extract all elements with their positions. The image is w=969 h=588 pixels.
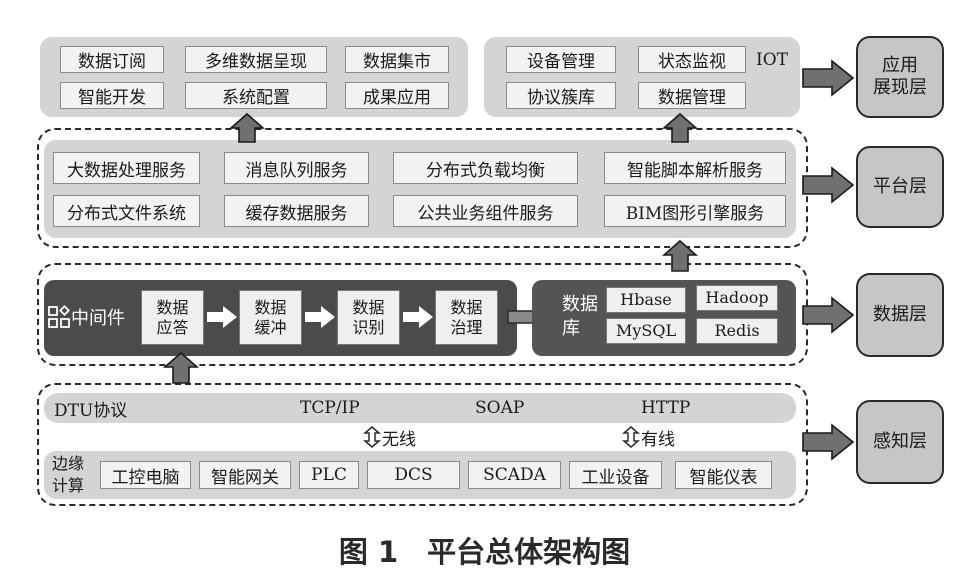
svc-big-data-processing: 大数据处理服务 <box>53 152 200 184</box>
app-item-multidim-presentation: 多维数据呈现 <box>185 46 327 73</box>
wired-double-arrow-icon <box>621 426 641 448</box>
edge-plc: PLC <box>299 461 359 489</box>
svc-load-balancing: 分布式负载均衡 <box>393 152 578 184</box>
app-item-smart-dev: 智能开发 <box>60 82 164 109</box>
app-item-status-monitor: 状态监视 <box>638 46 746 73</box>
dtu-protocol-label: DTU协议 <box>54 400 128 421</box>
mw-arrow-2 <box>305 306 335 328</box>
middleware-grid-icon <box>48 304 71 328</box>
wireless-label: 无线 <box>382 429 416 450</box>
svc-cache-data: 缓存数据服务 <box>224 195 369 227</box>
protocol-bar <box>44 393 796 423</box>
right-arrow-platform-layer <box>802 166 855 204</box>
wired-label: 有线 <box>641 429 675 450</box>
edge-dcs: DCS <box>367 461 460 489</box>
protocol-soap: SOAP <box>475 398 525 418</box>
layer-application: 应用 展现层 <box>856 36 944 118</box>
app-item-device-mgmt: 设备管理 <box>506 46 616 73</box>
edge-scada: SCADA <box>468 461 561 489</box>
svc-distributed-fs: 分布式文件系统 <box>53 195 200 227</box>
database-label: 数据 库 <box>562 294 598 339</box>
up-arrow-data-to-platform <box>661 239 699 272</box>
wireless-double-arrow-icon <box>362 426 382 448</box>
db-hbase: Hbase <box>606 287 686 313</box>
figure-caption: 图 1 平台总体架构图 <box>338 535 631 569</box>
db-hadoop: Hadoop <box>696 285 778 311</box>
app-item-data-mart: 数据集市 <box>345 46 449 73</box>
db-mysql: MySQL <box>606 318 686 344</box>
up-arrow-platform-to-app-right <box>661 112 699 143</box>
layer-perception: 感知层 <box>856 400 944 484</box>
mw-step-data-response: 数据 应答 <box>141 290 204 345</box>
app-item-system-config: 系统配置 <box>185 82 327 109</box>
protocol-http: HTTP <box>641 398 691 418</box>
svc-script-parsing: 智能脚本解析服务 <box>604 152 786 184</box>
right-arrow-perception-layer <box>802 423 855 461</box>
up-arrow-perception-to-middleware <box>162 351 200 384</box>
right-arrow-app-layer <box>802 59 855 97</box>
app-item-results-app: 成果应用 <box>345 82 449 109</box>
layer-platform: 平台层 <box>856 146 944 228</box>
svc-common-components: 公共业务组件服务 <box>393 195 578 227</box>
edge-industrial-pc: 工控电脑 <box>100 461 191 489</box>
mw-step-data-buffer: 数据 缓冲 <box>239 290 302 345</box>
protocol-tcpip: TCP/IP <box>300 398 360 418</box>
mw-step-data-recognition: 数据 识别 <box>337 290 400 345</box>
mw-arrow-1 <box>207 306 237 328</box>
layer-data: 数据层 <box>856 273 944 357</box>
mw-step-data-governance: 数据 治理 <box>435 290 498 345</box>
up-arrow-platform-to-app-left <box>228 112 266 143</box>
edge-computing-label: 边缘 计算 <box>52 454 85 495</box>
edge-smart-gateway: 智能网关 <box>199 461 291 489</box>
edge-smart-instrument: 智能仪表 <box>675 461 772 489</box>
db-redis: Redis <box>696 318 778 344</box>
middleware-label: 中间件 <box>71 308 125 329</box>
iot-label: IOT <box>756 50 788 70</box>
app-item-protocol-library: 协议簇库 <box>506 82 616 109</box>
svc-bim-engine: BIM图形引擎服务 <box>604 195 786 227</box>
app-item-data-mgmt: 数据管理 <box>638 82 746 109</box>
svc-message-queue: 消息队列服务 <box>224 152 369 184</box>
right-arrow-data-layer <box>802 296 855 334</box>
edge-industrial-equipment: 工业设备 <box>569 461 662 489</box>
mw-arrow-3 <box>403 306 433 328</box>
app-item-data-subscription: 数据订阅 <box>60 46 164 73</box>
